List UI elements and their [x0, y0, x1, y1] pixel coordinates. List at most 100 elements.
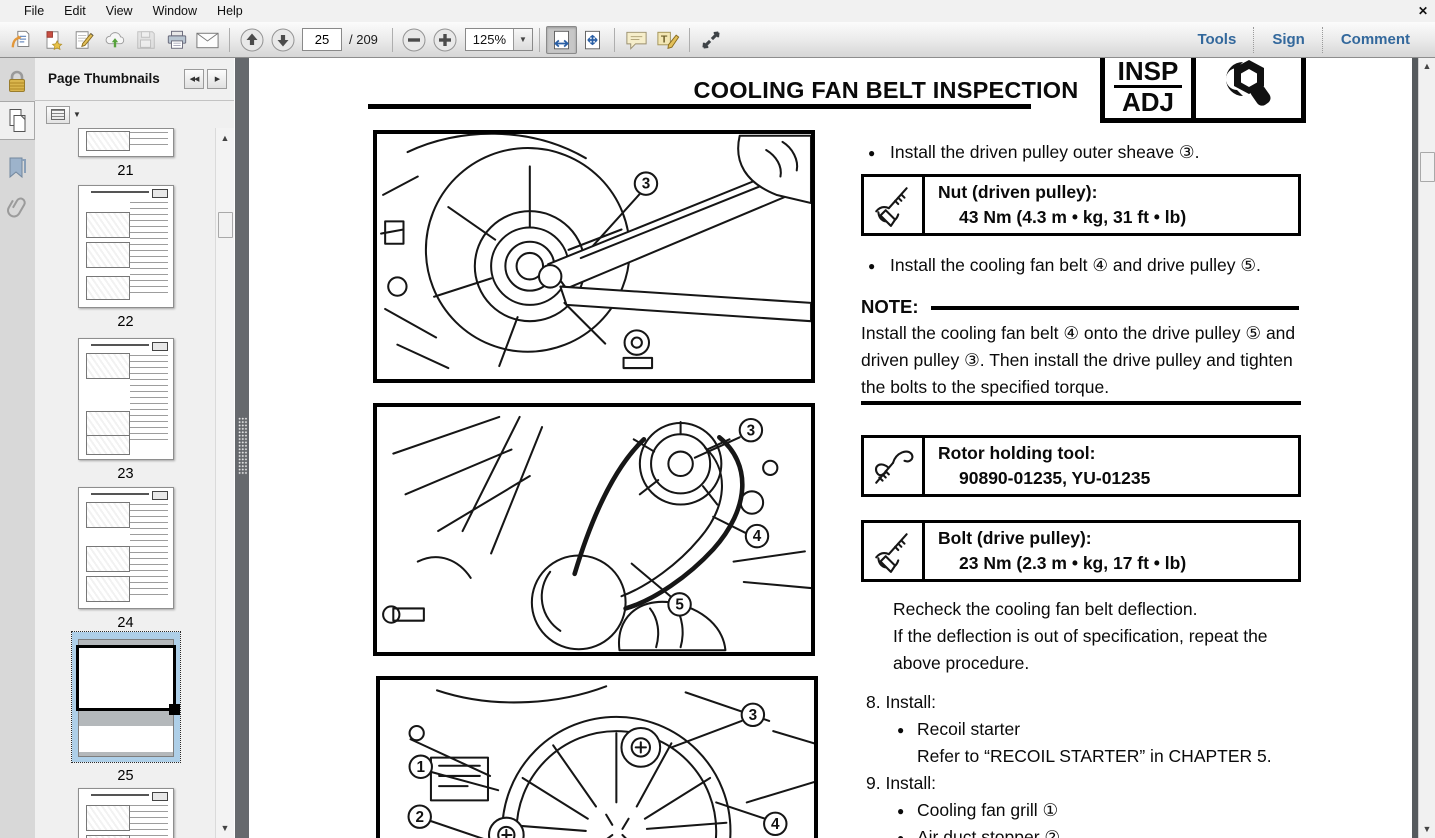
toolbar-dotted-separator: [1321, 26, 1324, 53]
create-pdf-icon: [46, 30, 63, 50]
zoom-level-value[interactable]: 125%: [472, 32, 507, 47]
figure-cooling-fan-grill: 1 2 3 4: [376, 676, 818, 838]
toolbar-separator: [688, 27, 690, 52]
step8-reference: Refer to “RECOIL STARTER” in CHAPTER 5.: [917, 746, 1272, 766]
panel-header: Page Thumbnails ◀◀ ▶: [35, 57, 234, 101]
collapse-panel-button[interactable]: ◀◀: [184, 68, 204, 89]
chevron-down-icon: ▼: [73, 110, 81, 119]
tool-spec-rotor-holding-tool: Rotor holding tool: 90890-01235, YU-0123…: [861, 435, 1301, 497]
print-icon: [167, 30, 186, 49]
step8-item-recoil-starter: Recoil starter: [861, 716, 1301, 744]
menu-file[interactable]: File: [24, 4, 45, 18]
zoom-in-icon: [433, 28, 457, 51]
print-button[interactable]: [161, 26, 192, 54]
sign-button[interactable]: Sign: [1272, 31, 1305, 48]
save-button[interactable]: [130, 26, 161, 54]
zoom-in-button[interactable]: [430, 26, 461, 54]
thumbnail-label: 21: [117, 163, 134, 179]
fit-width-button[interactable]: [545, 25, 577, 54]
scroll-down-icon[interactable]: ▼: [1422, 824, 1432, 834]
title-rule: [368, 104, 1031, 109]
figure3-callout-4: 4: [771, 816, 780, 833]
scrollbar-thumb[interactable]: [1420, 152, 1435, 182]
insp-adj-badge: INSP ADJ: [1100, 57, 1306, 123]
thumbnail-options-icon: [46, 105, 70, 124]
svg-text:T: T: [661, 33, 668, 45]
thumbnail-page-21[interactable]: 21: [77, 128, 174, 179]
page-thumbnails-icon: [9, 109, 26, 132]
thumbnail-page-preview: [77, 487, 174, 609]
thumbnail-page-25-selected[interactable]: 25: [70, 631, 181, 784]
figure3-callout-2: 2: [415, 809, 424, 826]
scrollbar-thumb[interactable]: [218, 212, 233, 238]
toolbar-separator: [229, 27, 230, 52]
thumbnail-band: [78, 726, 173, 752]
rotor-holding-tool-icon: [864, 438, 925, 494]
page-thumbnails-panel-button[interactable]: [0, 101, 35, 140]
thumbnail-page-26[interactable]: [77, 788, 174, 838]
menu-view[interactable]: View: [105, 4, 133, 18]
view-indicator-resize-handle[interactable]: [168, 704, 180, 715]
page-number-input[interactable]: [302, 28, 342, 51]
sign-document-icon: [75, 30, 94, 49]
toolbar-right-group: Tools Sign Comment: [1180, 22, 1427, 57]
upload-cloud-button[interactable]: [99, 26, 130, 54]
recheck-deflection-text: Recheck the cooling fan belt deflection.: [893, 599, 1198, 619]
thumbnail-page-24[interactable]: 24: [77, 487, 174, 631]
comment-button[interactable]: Comment: [1340, 31, 1410, 48]
fit-page-button[interactable]: [577, 26, 608, 54]
torque-wrench-icon: [864, 523, 925, 579]
email-icon: [196, 32, 219, 48]
create-pdf-button[interactable]: [37, 26, 68, 54]
toolbar-separator: [613, 27, 615, 52]
window-close-icon[interactable]: ✕: [1417, 4, 1428, 18]
email-button[interactable]: [192, 26, 223, 54]
panel-resize-separator[interactable]: [234, 57, 250, 838]
figure2-callout-3: 3: [747, 422, 756, 439]
scroll-down-icon[interactable]: ▼: [220, 823, 230, 833]
zoom-out-button[interactable]: [399, 26, 430, 54]
note-end-rule: [861, 401, 1301, 405]
previous-page-button[interactable]: [236, 26, 267, 54]
page-title: COOLING FAN BELT INSPECTION: [693, 77, 1079, 103]
page-down-icon: [271, 28, 294, 51]
fullscreen-button[interactable]: [696, 26, 727, 54]
bookmarks-panel-button[interactable]: [0, 149, 34, 186]
page-view-indicator[interactable]: [75, 645, 180, 715]
badge-adj-label: ADJ: [1121, 87, 1174, 117]
thumbnail-page-23[interactable]: 23: [77, 338, 174, 482]
text-annotation-button[interactable]: T: [652, 26, 683, 54]
open-file-button[interactable]: [6, 26, 37, 54]
thumbnail-page-22[interactable]: 22: [77, 185, 174, 330]
spec-title: Bolt (drive pulley):: [938, 528, 1092, 548]
menu-window[interactable]: Window: [152, 4, 198, 18]
document-page[interactable]: COOLING FAN BELT INSPECTION INSP ADJ: [249, 57, 1412, 838]
thumbnail-label: 23: [117, 466, 134, 482]
tools-button[interactable]: Tools: [1197, 31, 1237, 48]
secure-lock-icon[interactable]: [0, 63, 34, 100]
menu-help[interactable]: Help: [217, 4, 243, 18]
menu-bar: File Edit View Window Help ✕: [0, 0, 1435, 22]
torque-wrench-icon: [864, 177, 925, 233]
menu-edit[interactable]: Edit: [64, 4, 86, 18]
sign-document-button[interactable]: [68, 26, 99, 54]
comment-bubble-button[interactable]: [621, 26, 652, 54]
thumbnail-options-button[interactable]: ▼: [46, 105, 81, 124]
attachments-panel-button[interactable]: [0, 189, 34, 226]
document-viewport: COOLING FAN BELT INSPECTION INSP ADJ: [249, 57, 1435, 838]
next-page-button[interactable]: [267, 26, 298, 54]
bullet-install-outer-sheave: Install the driven pulley outer sheave ③…: [861, 139, 1301, 167]
zoom-dropdown-button[interactable]: ▼: [512, 29, 532, 50]
comment-bubble-icon: [626, 31, 647, 50]
document-scrollbar[interactable]: ▲ ▼: [1418, 57, 1435, 838]
scroll-up-icon[interactable]: ▲: [1422, 61, 1432, 71]
toolbar-dotted-separator: [1253, 26, 1255, 53]
spec-value: 23 Nm (2.3 m • kg, 17 ft • lb): [959, 553, 1187, 573]
thumbnails-scrollbar[interactable]: ▲ ▼: [215, 128, 234, 838]
page-thumbnails-panel: Page Thumbnails ◀◀ ▶ ▼ 21: [35, 57, 234, 838]
scroll-up-icon[interactable]: ▲: [220, 133, 230, 143]
expand-panel-button[interactable]: ▶: [207, 68, 227, 89]
separator-grip[interactable]: [238, 417, 247, 475]
toolbar-separator: [391, 27, 393, 52]
